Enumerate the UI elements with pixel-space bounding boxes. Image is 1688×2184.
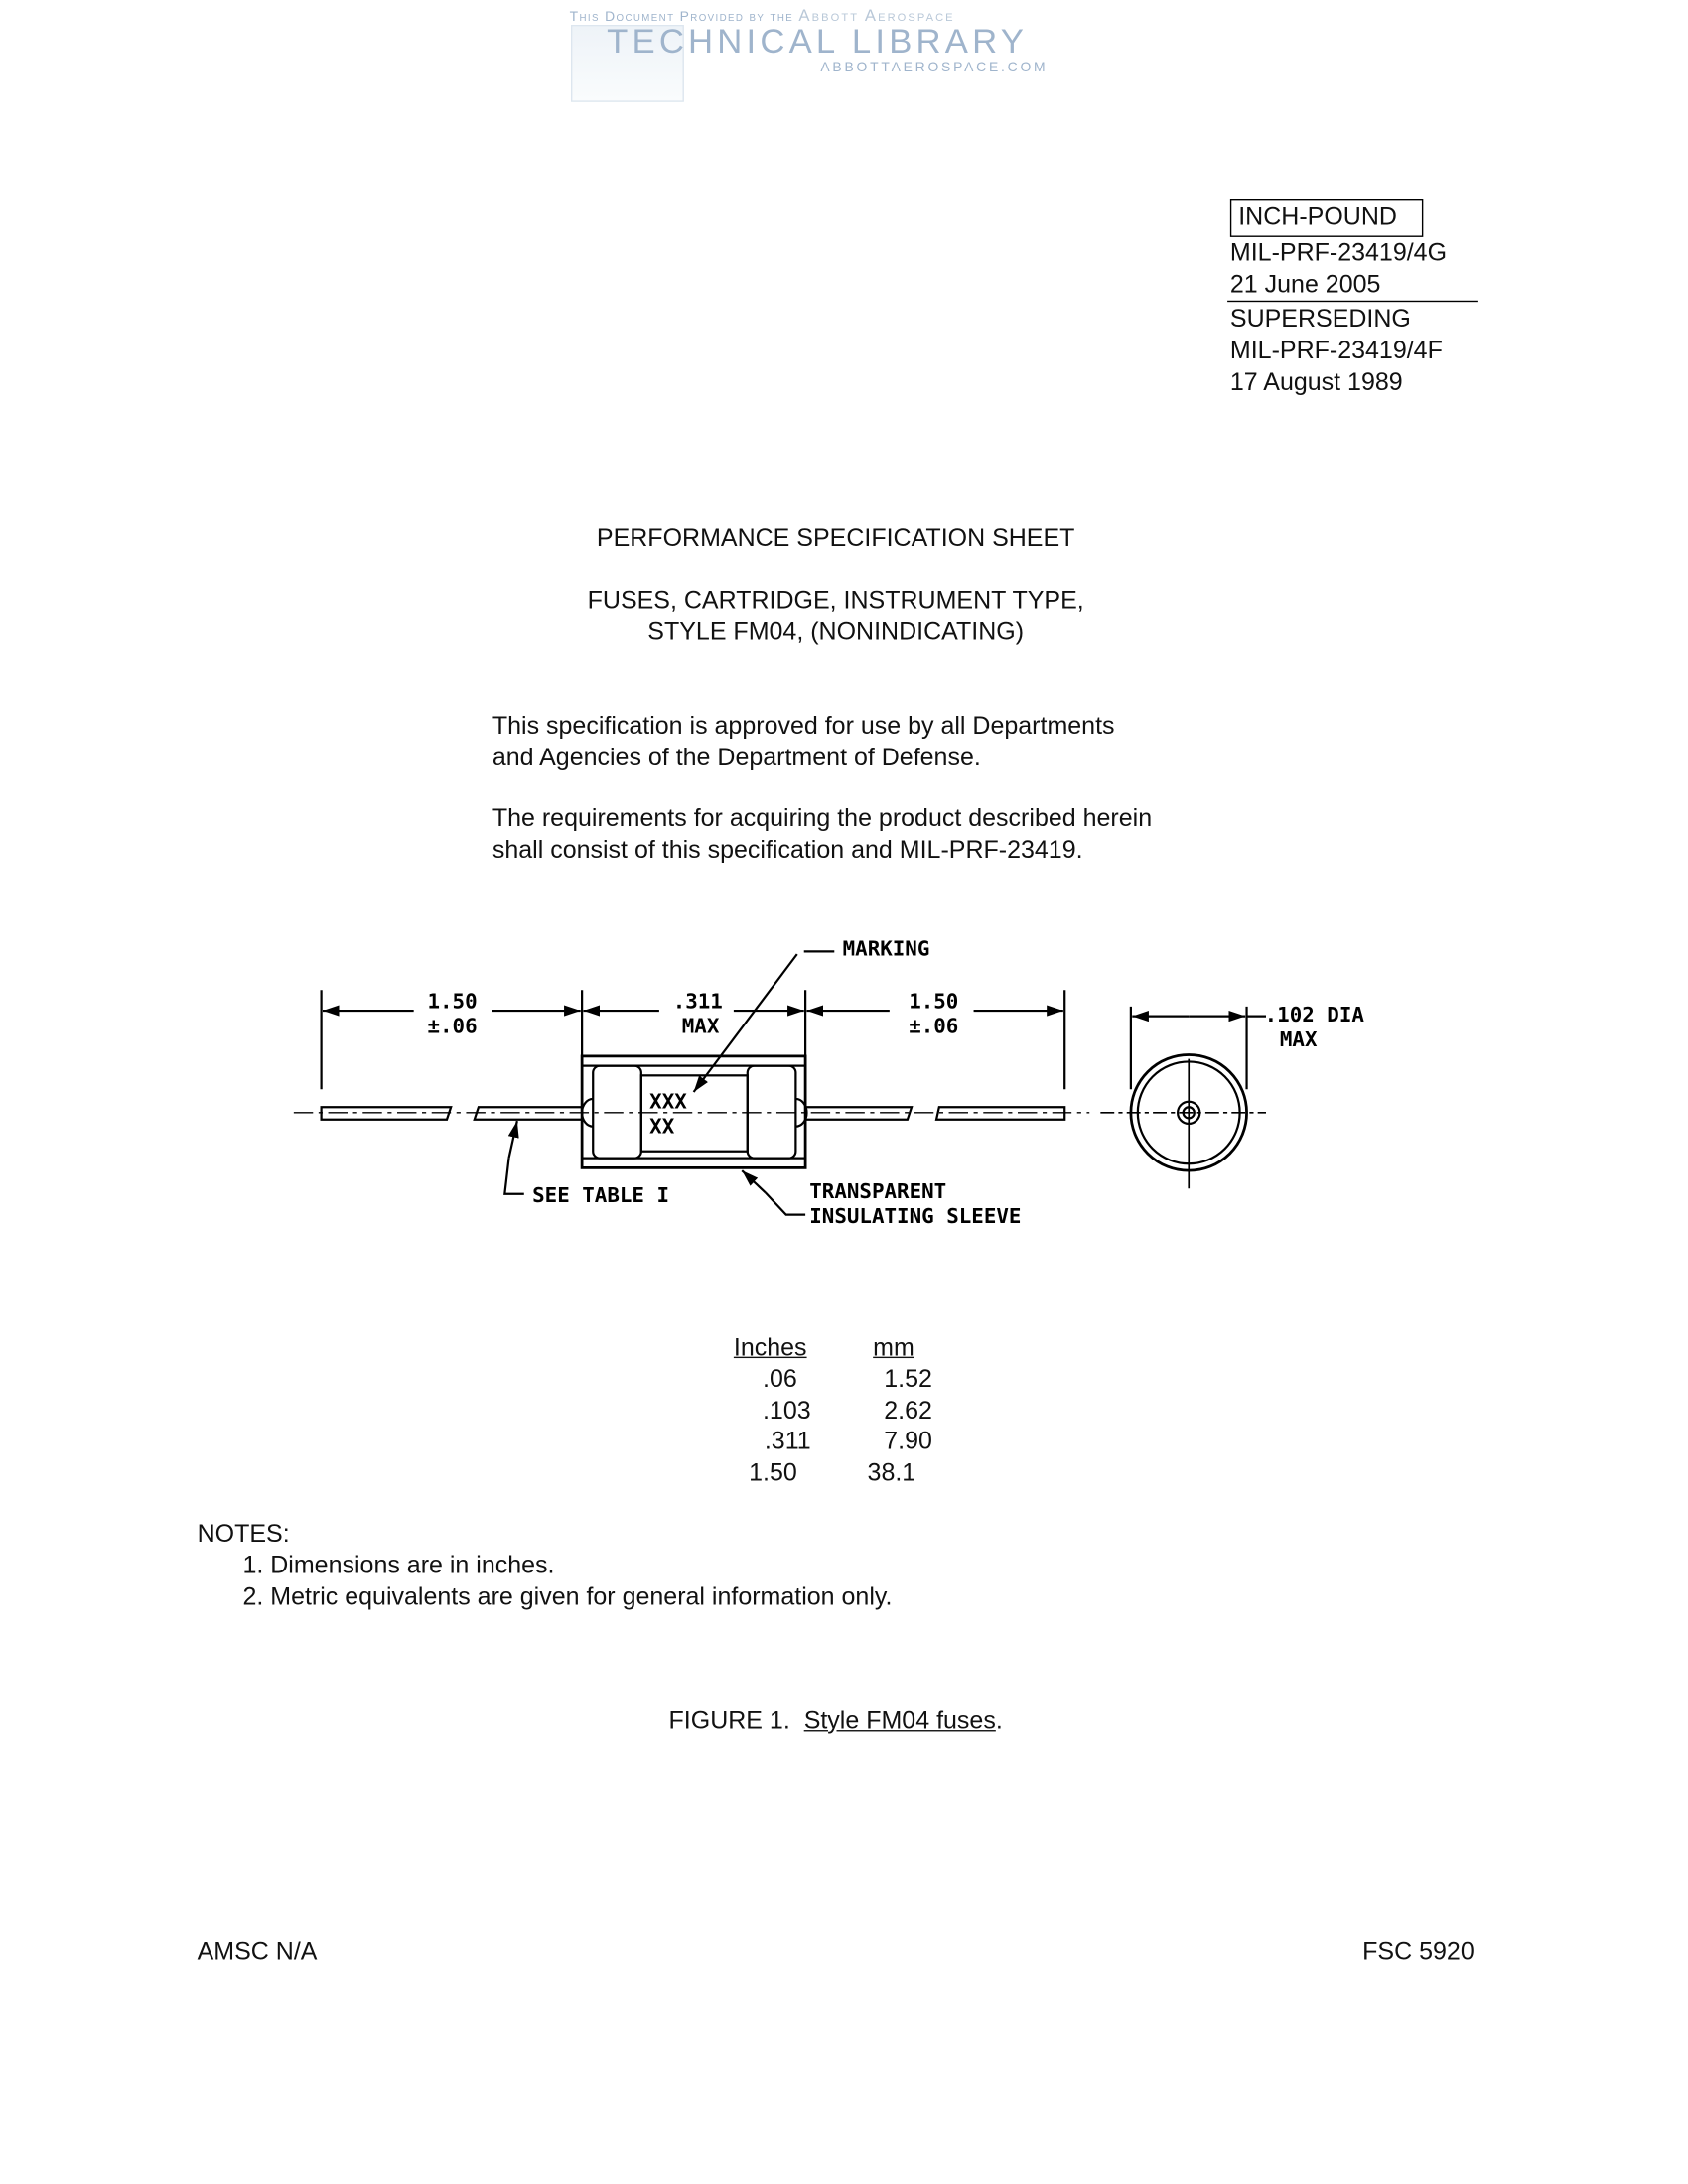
sleeve-label-line1: TRANSPARENT: [809, 1179, 946, 1203]
see-table-label: SEE TABLE I: [532, 1183, 669, 1207]
units-badge: INCH-POUND: [1238, 203, 1397, 230]
right-lead-length: 1.50: [909, 989, 958, 1013]
doc-date: 21 June 2005: [1229, 270, 1381, 299]
watermark-logo: This Document Provided by the Abbott Aer…: [565, 6, 1089, 102]
body-length-max: MAX: [682, 1014, 720, 1037]
units-badge-box: [1229, 199, 1424, 237]
watermark-site: ABBOTTAEROSPACE.COM: [820, 61, 1049, 76]
note-item: 2. Metric equivalents are given for gene…: [242, 1582, 893, 1611]
table-cell: .103: [762, 1396, 811, 1425]
approval-p1-line2: and Agencies of the Department of Defens…: [492, 743, 981, 771]
footer-amsc: AMSC N/A: [197, 1937, 318, 1966]
watermark-line1: This Document Provided by the Abbott Aer…: [570, 6, 955, 25]
table-cell: 1.50: [749, 1458, 797, 1487]
superseding-label: SUPERSEDING: [1229, 304, 1411, 333]
table-cell: 7.90: [884, 1427, 932, 1455]
lead-segment: [320, 1106, 453, 1121]
watermark-prefix: This Document Provided by the: [569, 9, 794, 26]
lead-segment: [934, 1106, 1066, 1121]
col-header-inches: Inches: [733, 1333, 807, 1361]
flag-icon: [571, 25, 684, 102]
figure-caption: FIGURE 1. Style FM04 fuses.: [669, 1706, 1003, 1736]
table-cell: .06: [763, 1365, 797, 1393]
approval-p2-line1: The requirements for acquiring the produ…: [492, 803, 1153, 832]
left-lead-length: 1.50: [427, 989, 477, 1013]
approval-p2-line2: shall consist of this specification and …: [492, 835, 1083, 864]
table-cell: 38.1: [867, 1458, 916, 1487]
title-line1: FUSES, CARTRIDGE, INSTRUMENT TYPE,: [587, 586, 1084, 614]
table-cell: 2.62: [884, 1396, 932, 1425]
watermark-title: TECHNICAL LIBRARY: [607, 22, 1029, 62]
diameter: .102 DIA: [1265, 1003, 1365, 1026]
marking-line2: XX: [649, 1115, 675, 1139]
marking-label: MARKING: [843, 937, 930, 961]
body-length: .311: [673, 989, 723, 1013]
sheet-title: PERFORMANCE SPECIFICATION SHEET: [596, 523, 1075, 552]
approval-p1-line1: This specification is approved for use b…: [492, 711, 1115, 740]
notes-heading: NOTES:: [197, 1519, 290, 1548]
table-cell: .311: [764, 1427, 811, 1455]
superseded-date: 17 August 1989: [1229, 367, 1403, 396]
watermark-brand: Abbott Aerospace: [798, 5, 955, 26]
doc-number: MIL-PRF-23419/4G: [1229, 238, 1448, 267]
note-item: 1. Dimensions are in inches.: [242, 1551, 555, 1579]
right-lead-tolerance: ±.06: [909, 1014, 958, 1037]
col-header-mm: mm: [873, 1333, 914, 1361]
figure-title: Style FM04 fuses: [803, 1706, 996, 1735]
sleeve-label-line2: INSULATING SLEEVE: [809, 1204, 1021, 1228]
header-divider: [1227, 300, 1478, 303]
marking-line1: XXX: [649, 1090, 687, 1114]
superseded-number: MIL-PRF-23419/4F: [1229, 336, 1443, 364]
figure-period: .: [995, 1706, 1003, 1735]
marking-leader: [692, 953, 798, 1093]
table-cell: 1.52: [884, 1365, 932, 1393]
sleeve-leader: [741, 1169, 767, 1194]
left-lead-tolerance: ±.06: [427, 1014, 477, 1037]
footer-fsc: FSC 5920: [1362, 1937, 1475, 1966]
figure-label: FIGURE 1.: [668, 1706, 790, 1735]
diameter-max: MAX: [1280, 1027, 1318, 1051]
see-table-leader: [507, 1120, 519, 1159]
title-line2: STYLE FM04, (NONINDICATING): [647, 617, 1025, 646]
